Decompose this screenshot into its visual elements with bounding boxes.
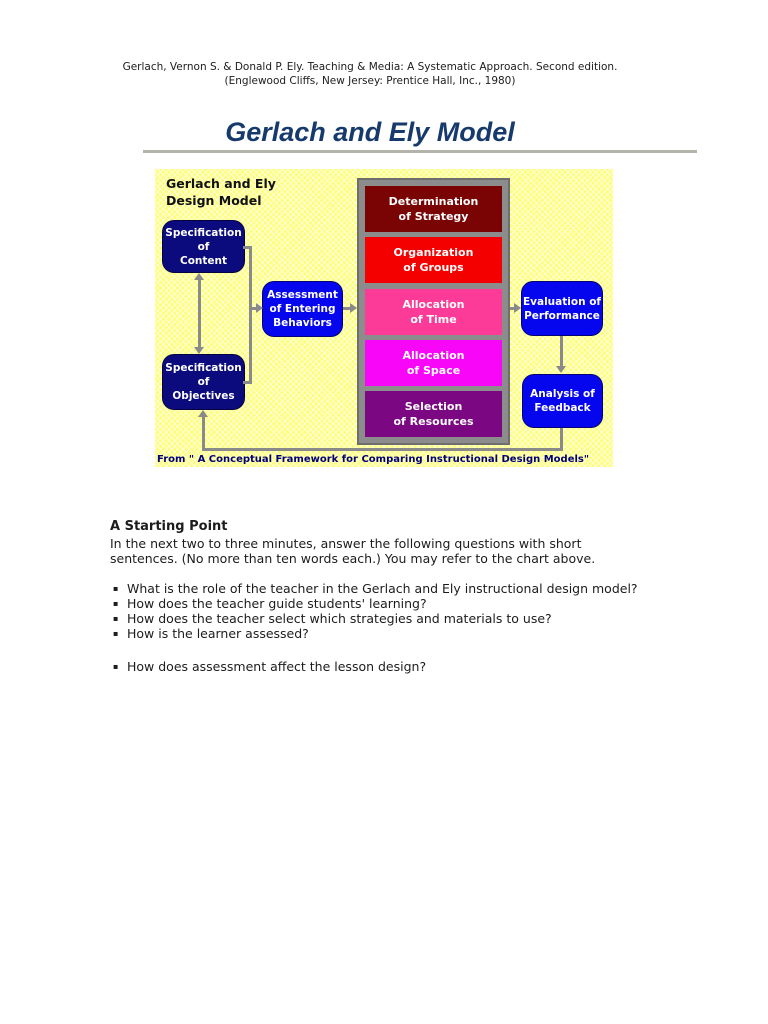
node-assessment-of-entering-behaviors: Assessment of Entering Behaviors — [262, 281, 343, 337]
node-label: Specification — [165, 226, 242, 239]
arrowhead-up-icon — [194, 273, 204, 280]
stage-label: Selection — [404, 400, 463, 413]
strategy-stack: Determination of Strategy Organization o… — [357, 178, 510, 445]
bullet-icon: ▪ — [113, 614, 119, 623]
connector-evaluation-feedback-line — [560, 336, 563, 367]
list-item: ▪ How is the learner assessed? — [113, 626, 693, 641]
arrowhead-down-icon — [556, 366, 566, 373]
stage-label: of Strategy — [398, 210, 469, 223]
connector-assessment-strategies-line — [343, 307, 351, 310]
intro-line-1: In the next two to three minutes, answer… — [110, 536, 582, 551]
list-item: ▪ How does assessment affect the lesson … — [113, 659, 693, 674]
stage-label: of Groups — [403, 261, 464, 275]
citation-line-1: Gerlach, Vernon S. & Donald P. Ely. Teac… — [122, 61, 618, 73]
stage-label: Determination — [388, 195, 479, 208]
list-item: ▪ How does the teacher guide students' l… — [113, 596, 693, 611]
connector-to-assessment-line — [251, 307, 257, 310]
bracket-vertical-line — [249, 246, 252, 384]
node-analysis-of-feedback: Analysis of Feedback — [522, 374, 603, 428]
node-label: of — [197, 240, 210, 253]
gerlach-ely-diagram: Gerlach and Ely Design Model Specificati… — [155, 169, 613, 467]
diagram-heading-line-2: Design Model — [166, 193, 262, 208]
node-label: Feedback — [534, 402, 591, 414]
node-label: Specification — [165, 362, 242, 374]
arrowhead-up-icon — [198, 410, 208, 417]
question-text: How does assessment affect the lesson de… — [127, 659, 427, 674]
citation-line-2: (Englewood Cliffs, New Jersey: Prentice … — [224, 75, 516, 87]
node-label: Assessment — [267, 289, 338, 301]
citation: Gerlach, Vernon S. & Donald P. Ely. Teac… — [0, 60, 740, 88]
stage-allocation-of-time: Allocation of Time — [365, 288, 502, 335]
node-label: Performance — [524, 309, 600, 322]
bullet-icon: ▪ — [113, 629, 119, 638]
arrowhead-down-icon — [194, 347, 204, 354]
node-label: of Entering — [269, 303, 336, 315]
list-item: ▪ How does the teacher select which stra… — [113, 611, 693, 626]
node-specification-of-content: Specification of Content — [162, 220, 245, 273]
list-item: ▪ What is the role of the teacher in the… — [113, 581, 693, 596]
diagram-heading-line-1: Gerlach and Ely — [166, 176, 276, 191]
arrowhead-right-icon — [256, 303, 263, 313]
feedback-loop-bottom-line — [202, 448, 563, 451]
node-label: Analysis of — [530, 388, 595, 400]
stage-organization-of-groups: Organization of Groups — [365, 237, 502, 284]
section-intro: In the next two to three minutes, answer… — [110, 536, 650, 566]
stage-allocation-of-space: Allocation of Space — [365, 339, 502, 386]
bracket-top-line — [243, 246, 251, 249]
bracket-bottom-line — [243, 381, 251, 384]
arrowhead-right-icon — [514, 303, 521, 313]
node-label: of — [197, 376, 210, 388]
diagram-caption: From " A Conceptual Framework for Compar… — [157, 454, 590, 465]
question-list: ▪ What is the role of the teacher in the… — [113, 581, 693, 674]
question-text: How does the teacher guide students' lea… — [127, 596, 427, 611]
question-text: How does the teacher select which strate… — [127, 611, 552, 626]
page-title: Gerlach and Ely Model — [225, 117, 515, 147]
stage-selection-of-resources: Selection of Resources — [365, 391, 502, 437]
node-evaluation-of-performance: Evaluation of Performance — [521, 281, 603, 336]
intro-line-2: sentences. (No more than ten words each.… — [110, 551, 596, 566]
stage-label: Allocation — [402, 297, 465, 311]
node-label: Content — [179, 254, 228, 267]
feedback-loop-left-line — [202, 417, 205, 451]
diagram-heading: Gerlach and Ely Design Model — [166, 175, 276, 209]
stage-determination-of-strategy: Determination of Strategy — [365, 186, 502, 232]
stage-label: Organization — [393, 246, 474, 260]
stage-label: Allocation — [402, 348, 465, 362]
node-label: Behaviors — [273, 317, 332, 329]
bullet-icon: ▪ — [113, 662, 119, 671]
section-heading: A Starting Point — [110, 519, 228, 534]
bullet-icon: ▪ — [113, 599, 119, 608]
question-text: How is the learner assessed? — [127, 626, 309, 641]
arrowhead-right-icon — [350, 303, 357, 313]
stage-label: of Space — [406, 363, 461, 377]
connector-content-objectives-line — [198, 279, 201, 347]
bullet-icon: ▪ — [113, 584, 119, 593]
connector-strategies-evaluation-line — [510, 307, 515, 310]
title-divider — [143, 150, 697, 153]
node-label: Objectives — [172, 390, 235, 402]
stage-label: of Time — [410, 312, 457, 326]
feedback-loop-right-line — [560, 428, 563, 451]
question-text: What is the role of the teacher in the G… — [127, 581, 638, 596]
stage-label: of Resources — [393, 415, 474, 428]
node-label: Evaluation of — [522, 295, 601, 308]
node-specification-of-objectives: Specification of Objectives — [162, 354, 245, 410]
